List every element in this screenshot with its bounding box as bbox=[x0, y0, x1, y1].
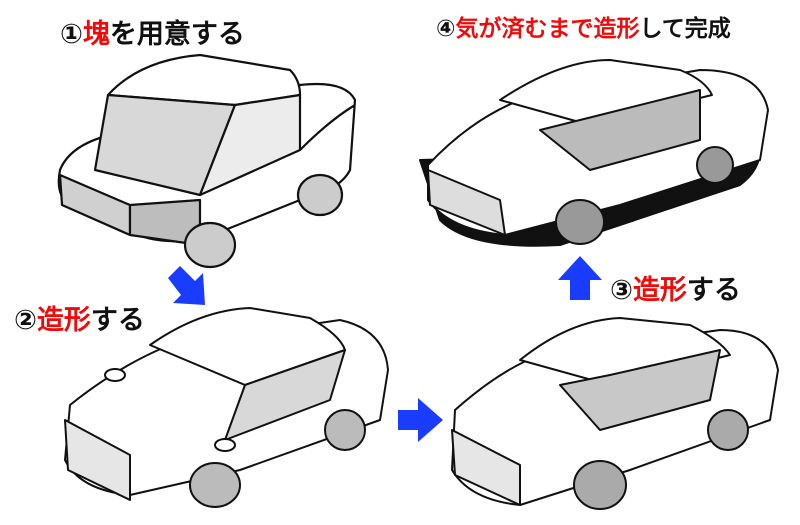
car-final-step4 bbox=[419, 59, 769, 247]
step2-text: する bbox=[90, 305, 145, 336]
arrow-step2-to-step3 bbox=[398, 398, 443, 442]
arrow-step3-to-step4 bbox=[558, 256, 602, 300]
step2-number: ② bbox=[14, 305, 37, 336]
car-refined-step3 bbox=[451, 317, 779, 510]
step1-number: ① bbox=[60, 19, 83, 50]
step1-highlight: 塊 bbox=[82, 19, 110, 50]
step3-title: ③造形する bbox=[610, 268, 741, 307]
step3-highlight: 造形 bbox=[632, 275, 687, 306]
car-block-step1 bbox=[57, 53, 357, 269]
step4-title: ④気が済むまで造形して完成 bbox=[436, 9, 731, 43]
step4-number: ④ bbox=[436, 16, 456, 42]
arrow-step1-to-step2 bbox=[168, 266, 205, 305]
step1-text: を用意する bbox=[109, 19, 245, 50]
step4-text: して完成 bbox=[639, 16, 731, 42]
car-shaped-step2 bbox=[64, 307, 389, 508]
step1-title: ①塊を用意する bbox=[60, 12, 245, 51]
step2-title: ②造形する bbox=[14, 298, 145, 337]
step3-text: する bbox=[686, 275, 741, 306]
step2-highlight: 造形 bbox=[36, 305, 91, 336]
step3-number: ③ bbox=[610, 275, 633, 306]
step4-highlight: 気が済むまで造形 bbox=[455, 16, 640, 42]
